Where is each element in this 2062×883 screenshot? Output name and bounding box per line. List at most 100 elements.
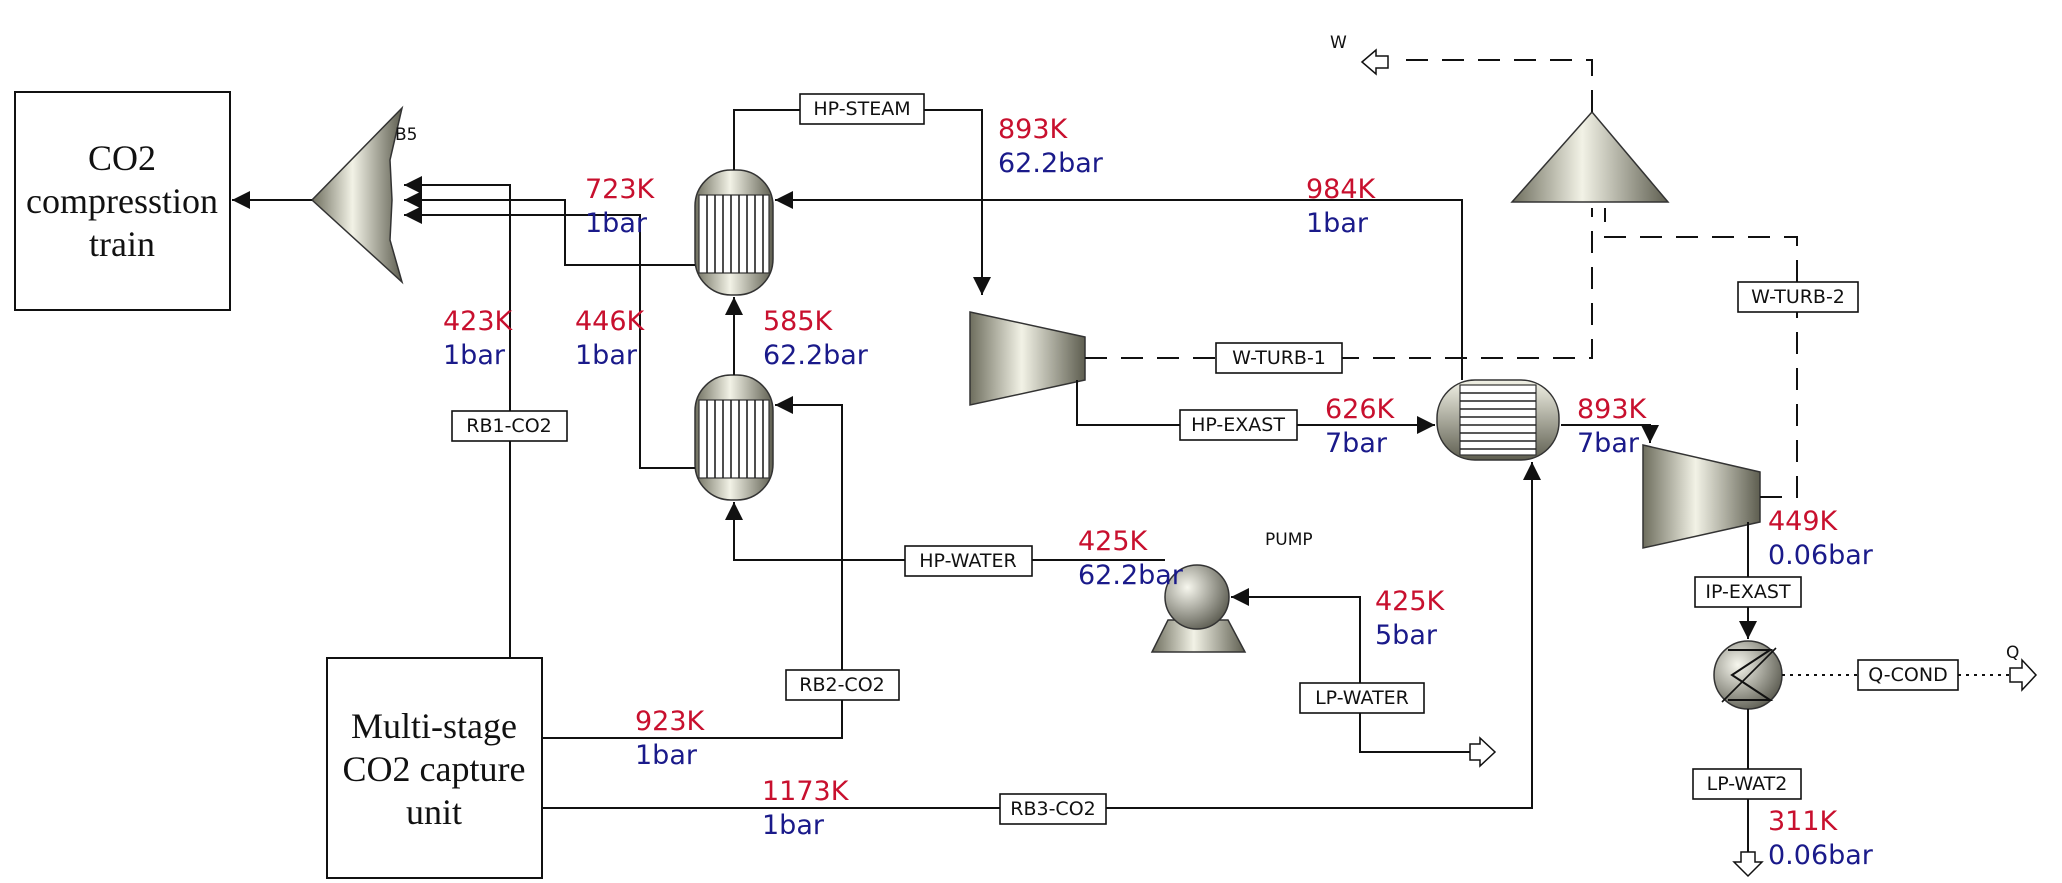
tag-rb3-co2[interactable]: RB3-CO2 — [999, 793, 1107, 825]
svg-text:449K: 449K — [1768, 506, 1839, 537]
svg-text:626K: 626K — [1325, 394, 1396, 425]
tag-ip-exast[interactable]: IP-EXAST — [1694, 576, 1802, 608]
svg-text:1bar: 1bar — [443, 340, 506, 371]
cond-hx1-out-co2: 723K 1bar — [585, 174, 656, 239]
stream-reheat — [1561, 424, 1659, 443]
compression-line-1: CO2 — [88, 138, 156, 178]
work-mixer[interactable] — [1510, 110, 1670, 203]
svg-text:1bar: 1bar — [635, 740, 698, 771]
stream-hx2-co2-to-mixer — [404, 206, 695, 469]
mixer-b5[interactable]: B5 — [310, 98, 417, 285]
tag-w-turb-2[interactable]: W-TURB-2 — [1737, 281, 1859, 313]
pump[interactable]: PUMP — [1150, 530, 1313, 653]
tag-hp-steam[interactable]: HP-STEAM — [799, 93, 925, 125]
stream-rb2-co2 — [542, 396, 843, 739]
svg-text:923K: 923K — [635, 706, 706, 737]
tag-w-turb-1[interactable]: W-TURB-1 — [1215, 342, 1343, 374]
cond-lp-wat2: 311K 0.06bar — [1768, 806, 1874, 871]
capture-line-2: CO2 capture — [343, 749, 526, 789]
svg-text:HP-WATER: HP-WATER — [919, 550, 1017, 572]
heat-outlet-icon — [2009, 658, 2038, 692]
cond-rb3-out: 984K 1bar — [1306, 174, 1377, 239]
svg-text:1bar: 1bar — [585, 208, 648, 239]
cond-ip-exast: 449K 0.06bar — [1768, 506, 1874, 571]
cond-rb3-co2: 1173K 1bar — [762, 776, 850, 841]
stream-hx1-co2-to-mixer — [404, 191, 695, 266]
tag-rb2-co2[interactable]: RB2-CO2 — [785, 669, 900, 701]
pump-label: PUMP — [1265, 530, 1313, 550]
stream-w-turb-1 — [1085, 208, 1593, 359]
svg-text:425K: 425K — [1375, 586, 1446, 617]
compression-line-2: compresstion — [26, 181, 218, 221]
svg-text:HP-STEAM: HP-STEAM — [813, 98, 910, 120]
svg-text:1bar: 1bar — [575, 340, 638, 371]
co2-capture-unit-block[interactable]: Multi-stage CO2 capture unit — [326, 657, 543, 879]
reheater-exchanger[interactable] — [1436, 379, 1560, 461]
svg-text:RB2-CO2: RB2-CO2 — [799, 674, 885, 696]
svg-text:RB1-CO2: RB1-CO2 — [466, 415, 552, 437]
capture-line-1: Multi-stage — [351, 706, 517, 746]
cond-mix-in-rb1: 423K 1bar — [443, 306, 514, 371]
hp-turbine[interactable] — [969, 311, 1086, 406]
svg-text:1173K: 1173K — [762, 776, 850, 807]
tag-q-cond[interactable]: Q-COND — [1857, 659, 1959, 691]
svg-text:7bar: 7bar — [1577, 428, 1640, 459]
tag-hp-water[interactable]: HP-WATER — [904, 545, 1033, 577]
stream-hp-exast — [1076, 380, 1435, 434]
svg-text:425K: 425K — [1078, 526, 1149, 557]
svg-text:893K: 893K — [998, 114, 1069, 145]
mixer-label: B5 — [395, 125, 417, 145]
cond-rb2-co2: 923K 1bar — [635, 706, 706, 771]
tag-hp-exast[interactable]: HP-EXAST — [1179, 409, 1298, 441]
svg-text:1bar: 1bar — [1306, 208, 1369, 239]
svg-text:423K: 423K — [443, 306, 514, 337]
svg-text:5bar: 5bar — [1375, 620, 1438, 651]
tag-lp-wat2[interactable]: LP-WAT2 — [1692, 768, 1802, 800]
heat-label: Q — [2006, 643, 2019, 663]
co2-compression-train-block[interactable]: CO2 compresstion train — [14, 91, 231, 311]
cond-steam-mid: 585K 62.2bar — [763, 306, 869, 371]
cond-hp-exast: 626K 7bar — [1325, 394, 1396, 459]
lp-wat2-outlet-icon — [1732, 851, 1764, 878]
svg-text:62.2bar: 62.2bar — [1078, 560, 1184, 591]
svg-text:723K: 723K — [585, 174, 656, 205]
svg-text:62.2bar: 62.2bar — [998, 148, 1104, 179]
stream-work-out — [1395, 59, 1593, 112]
heat-exchanger-lower[interactable] — [694, 374, 774, 501]
svg-text:62.2bar: 62.2bar — [763, 340, 869, 371]
heat-exchanger-upper[interactable] — [694, 169, 774, 296]
svg-text:0.06bar: 0.06bar — [1768, 540, 1874, 571]
svg-text:Q-COND: Q-COND — [1868, 664, 1947, 686]
svg-text:W-TURB-2: W-TURB-2 — [1751, 286, 1845, 308]
stream-w-turb-2 — [1604, 208, 1798, 498]
svg-text:LP-WATER: LP-WATER — [1315, 687, 1409, 709]
capture-line-3: unit — [406, 792, 462, 832]
cond-hp-steam: 893K 62.2bar — [998, 114, 1104, 179]
svg-text:984K: 984K — [1306, 174, 1377, 205]
svg-text:446K: 446K — [575, 306, 646, 337]
svg-text:0.06bar: 0.06bar — [1768, 840, 1874, 871]
stream-rb1-co2 — [404, 176, 511, 658]
svg-text:HP-EXAST: HP-EXAST — [1191, 414, 1285, 436]
svg-text:7bar: 7bar — [1325, 428, 1388, 459]
lp-water-feed-icon — [1469, 736, 1497, 768]
cond-lp-water: 425K 5bar — [1375, 586, 1446, 651]
svg-text:893K: 893K — [1577, 394, 1648, 425]
svg-text:LP-WAT2: LP-WAT2 — [1707, 773, 1788, 795]
svg-text:1bar: 1bar — [762, 810, 825, 841]
svg-text:585K: 585K — [763, 306, 834, 337]
tag-lp-water[interactable]: LP-WATER — [1299, 682, 1425, 714]
stream-hot-co2-to-hx1 — [775, 191, 1463, 380]
svg-text:W-TURB-1: W-TURB-1 — [1232, 347, 1326, 369]
ip-turbine[interactable] — [1642, 444, 1761, 549]
svg-text:IP-EXAST: IP-EXAST — [1705, 581, 1791, 603]
svg-text:RB3-CO2: RB3-CO2 — [1010, 798, 1096, 820]
svg-text:311K: 311K — [1768, 806, 1839, 837]
tag-rb1-co2[interactable]: RB1-CO2 — [451, 410, 568, 442]
work-outlet-icon — [1360, 48, 1389, 76]
cond-hx2-out-co2: 446K 1bar — [575, 306, 646, 371]
work-label: W — [1330, 33, 1347, 53]
compression-line-3: train — [89, 224, 155, 264]
stream-lp-water — [1231, 588, 1470, 753]
condenser[interactable] — [1713, 640, 1783, 710]
